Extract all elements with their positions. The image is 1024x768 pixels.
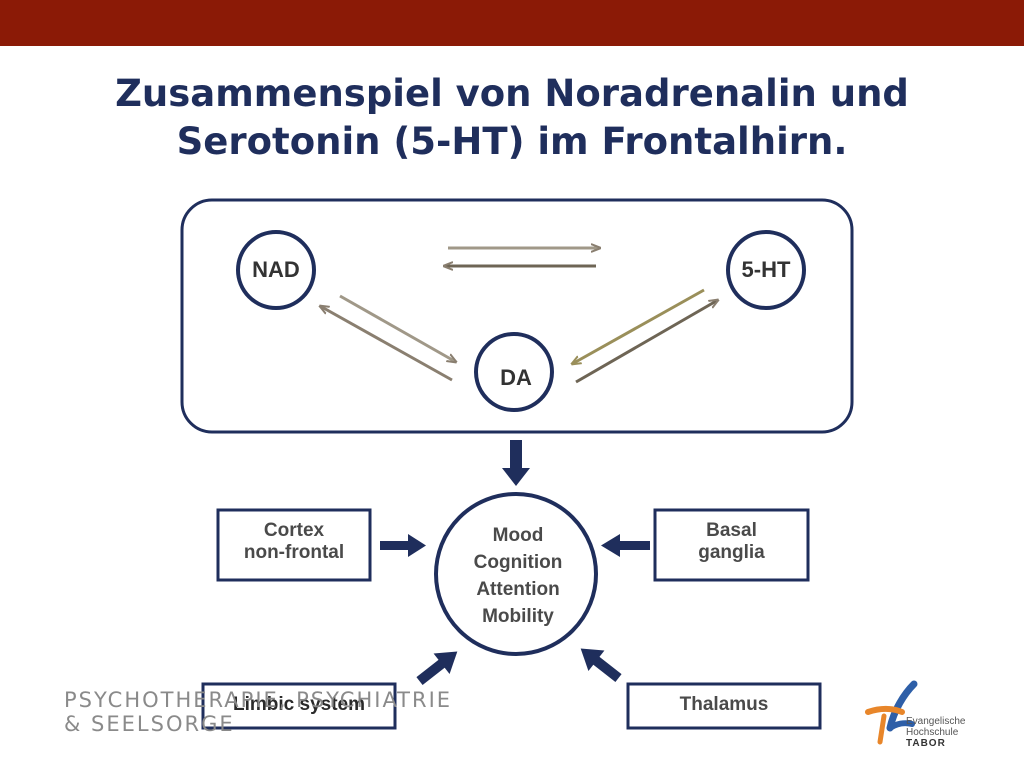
- logo-line-2: Hochschule: [906, 727, 959, 738]
- ht5-label: 5-HT: [741, 257, 791, 282]
- basal-box: [653, 508, 810, 582]
- tabor-logo-mark: [865, 680, 918, 745]
- cortex-label: Cortex non-frontal: [218, 520, 370, 564]
- cortex-box: [216, 508, 372, 582]
- limbic-label: Limbic system: [233, 694, 365, 715]
- cortex-label-line-2: non-frontal: [243, 542, 345, 563]
- arrow-5ht-to-da: [572, 288, 705, 364]
- basal-label-line-2: ganglia: [698, 542, 765, 563]
- cortex-label-line-1: Cortex: [263, 520, 325, 541]
- arrow-cortex-to-center: [380, 534, 426, 557]
- brand-line-2: & SEELSORGE: [64, 712, 235, 736]
- function-mood: Mood: [492, 525, 544, 546]
- da-node: [474, 332, 554, 412]
- basal-label-line-1: Basal: [706, 520, 757, 541]
- thalamus-box: [626, 682, 822, 730]
- brand-watermark: PSYCHOTHERAPIE, PSYCHIATRIE & SEELSORGE: [64, 688, 452, 736]
- da-label: DA: [500, 365, 532, 390]
- down-arrow: [502, 440, 530, 486]
- arrow-basal-to-center: [601, 534, 650, 557]
- nad-label: NAD: [252, 257, 300, 282]
- tabor-logo-text: Evangelische Hochschule TABOR: [906, 716, 965, 749]
- arrow-da-to-nad: [320, 306, 453, 382]
- function-list: Mood Cognition Attention Mobility: [438, 522, 598, 630]
- ht5-node: [726, 230, 806, 310]
- arrow-da-to-5ht: [575, 300, 718, 384]
- limbic-box: [201, 682, 397, 730]
- arrow-nad-to-da: [339, 294, 456, 362]
- nad-node: [236, 230, 316, 310]
- title-line-2: Serotonin (5-HT) im Frontalhirn.: [176, 120, 848, 163]
- function-cognition: Cognition: [473, 552, 563, 573]
- function-circle: [434, 492, 598, 656]
- arrow-limbic-to-center: [416, 651, 458, 685]
- function-attention: Attention: [476, 579, 560, 600]
- thalamus-label: Thalamus: [679, 694, 769, 715]
- interaction-container: [180, 198, 854, 434]
- arrow-thalamus-to-center: [580, 648, 622, 682]
- basal-label: Basal ganglia: [655, 520, 808, 564]
- title-line-1: Zusammenspiel von Noradrenalin und: [115, 72, 909, 115]
- top-accent-bar: [0, 0, 1024, 46]
- slide-title: Zusammenspiel von Noradrenalin und Serot…: [60, 70, 964, 166]
- function-mobility: Mobility: [482, 606, 554, 627]
- logo-line-1: Evangelische: [906, 716, 966, 727]
- logo-line-3: TABOR: [906, 738, 946, 749]
- brand-line-1: PSYCHOTHERAPIE, PSYCHIATRIE: [64, 688, 453, 712]
